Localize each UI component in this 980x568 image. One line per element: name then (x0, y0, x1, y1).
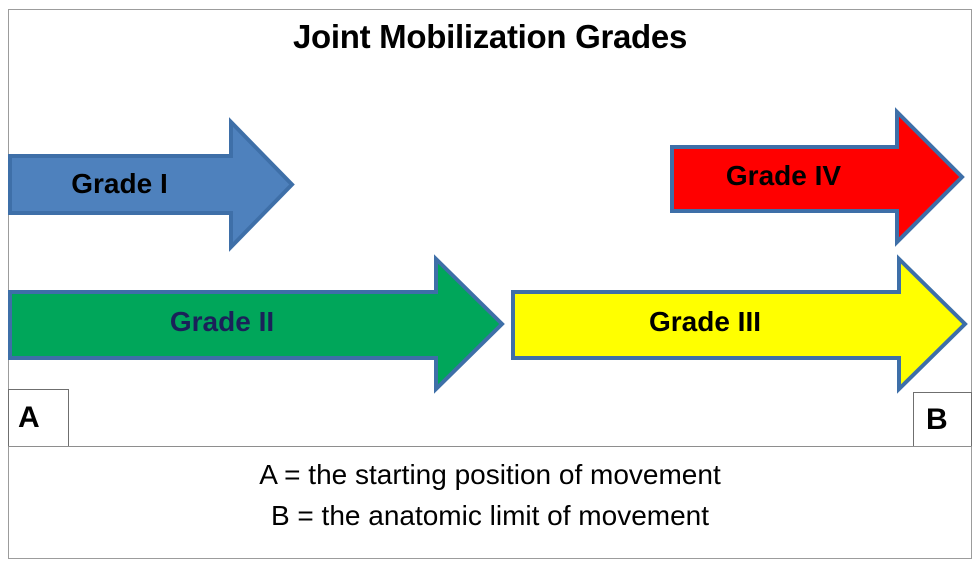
legend-divider (8, 446, 972, 447)
arrow-grade-1[interactable] (8, 117, 295, 252)
marker-a-label: A (18, 401, 40, 434)
arrow-grade-3[interactable] (511, 254, 968, 394)
arrow-grade-3-label: Grade III (648, 306, 762, 337)
arrow-grade-1-shape (8, 117, 295, 252)
marker-box-b: B (913, 392, 972, 447)
legend-line-b: B = the anatomic limit of movement (270, 500, 710, 531)
arrow-grade-1-label: Grade I (71, 168, 168, 199)
marker-b-label: B (926, 402, 948, 436)
arrow-grade-2-label: Grade II (169, 306, 275, 337)
arrow-grade-2-shape (8, 254, 505, 394)
arrow-grade-4-shape (670, 107, 965, 247)
arrow-grade-2[interactable] (8, 254, 505, 394)
legend-line-a: A = the starting position of movement (259, 459, 721, 490)
marker-box-a: A (8, 389, 69, 447)
arrow-grade-4-label: Grade IV (725, 160, 842, 191)
arrow-grade-4[interactable] (670, 107, 965, 247)
page-title: Joint Mobilization Grades (292, 18, 688, 55)
arrow-grade-3-shape (511, 254, 968, 394)
